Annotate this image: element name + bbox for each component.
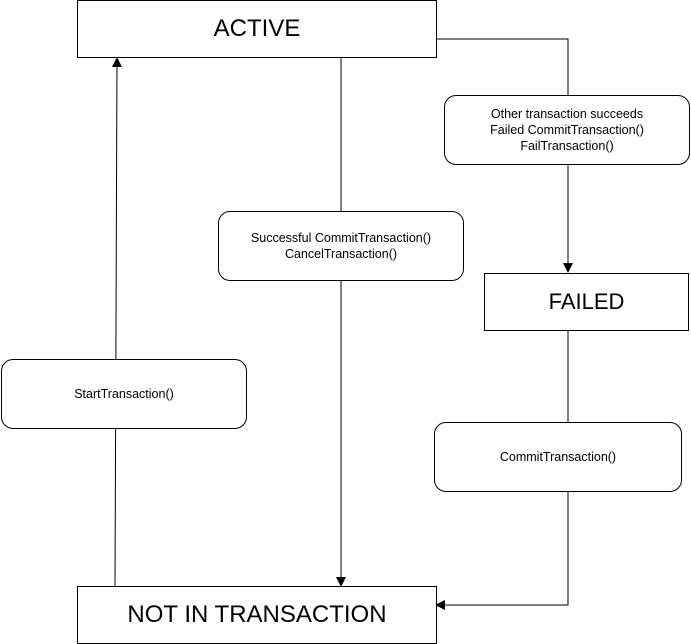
transition-label-line: CommitTransaction(): [499, 450, 617, 464]
transition-label-line: Other transaction succeeds: [490, 107, 644, 121]
transition-label-line: Successful CommitTransaction(): [250, 231, 432, 245]
transition-label-failed-to-not-in-transaction: CommitTransaction(): [434, 422, 682, 492]
state-active-label: ACTIVE: [213, 15, 301, 42]
transition-label-line: CancelTransaction(): [284, 247, 398, 261]
transition-label-line: FailTransaction(): [520, 139, 614, 153]
state-failed: FAILED: [484, 273, 689, 331]
transition-label-line: Failed CommitTransaction(): [490, 123, 644, 137]
transition-label-not-in-transaction-to-active: StartTransaction(): [1, 359, 247, 429]
transition-label-active-to-not-in-transaction: Successful CommitTransaction() CancelTra…: [218, 211, 464, 281]
transition-label-active-to-failed: Other transaction succeeds Failed Commit…: [444, 95, 690, 165]
state-not-in-transaction: NOT IN TRANSACTION: [77, 586, 437, 644]
state-failed-label: FAILED: [548, 289, 625, 314]
state-not-in-transaction-label: NOT IN TRANSACTION: [127, 601, 387, 628]
arrow-not-in-transaction-to-active: [111, 57, 122, 587]
transition-label-line: StartTransaction(): [74, 387, 174, 401]
state-active: ACTIVE: [77, 0, 437, 58]
